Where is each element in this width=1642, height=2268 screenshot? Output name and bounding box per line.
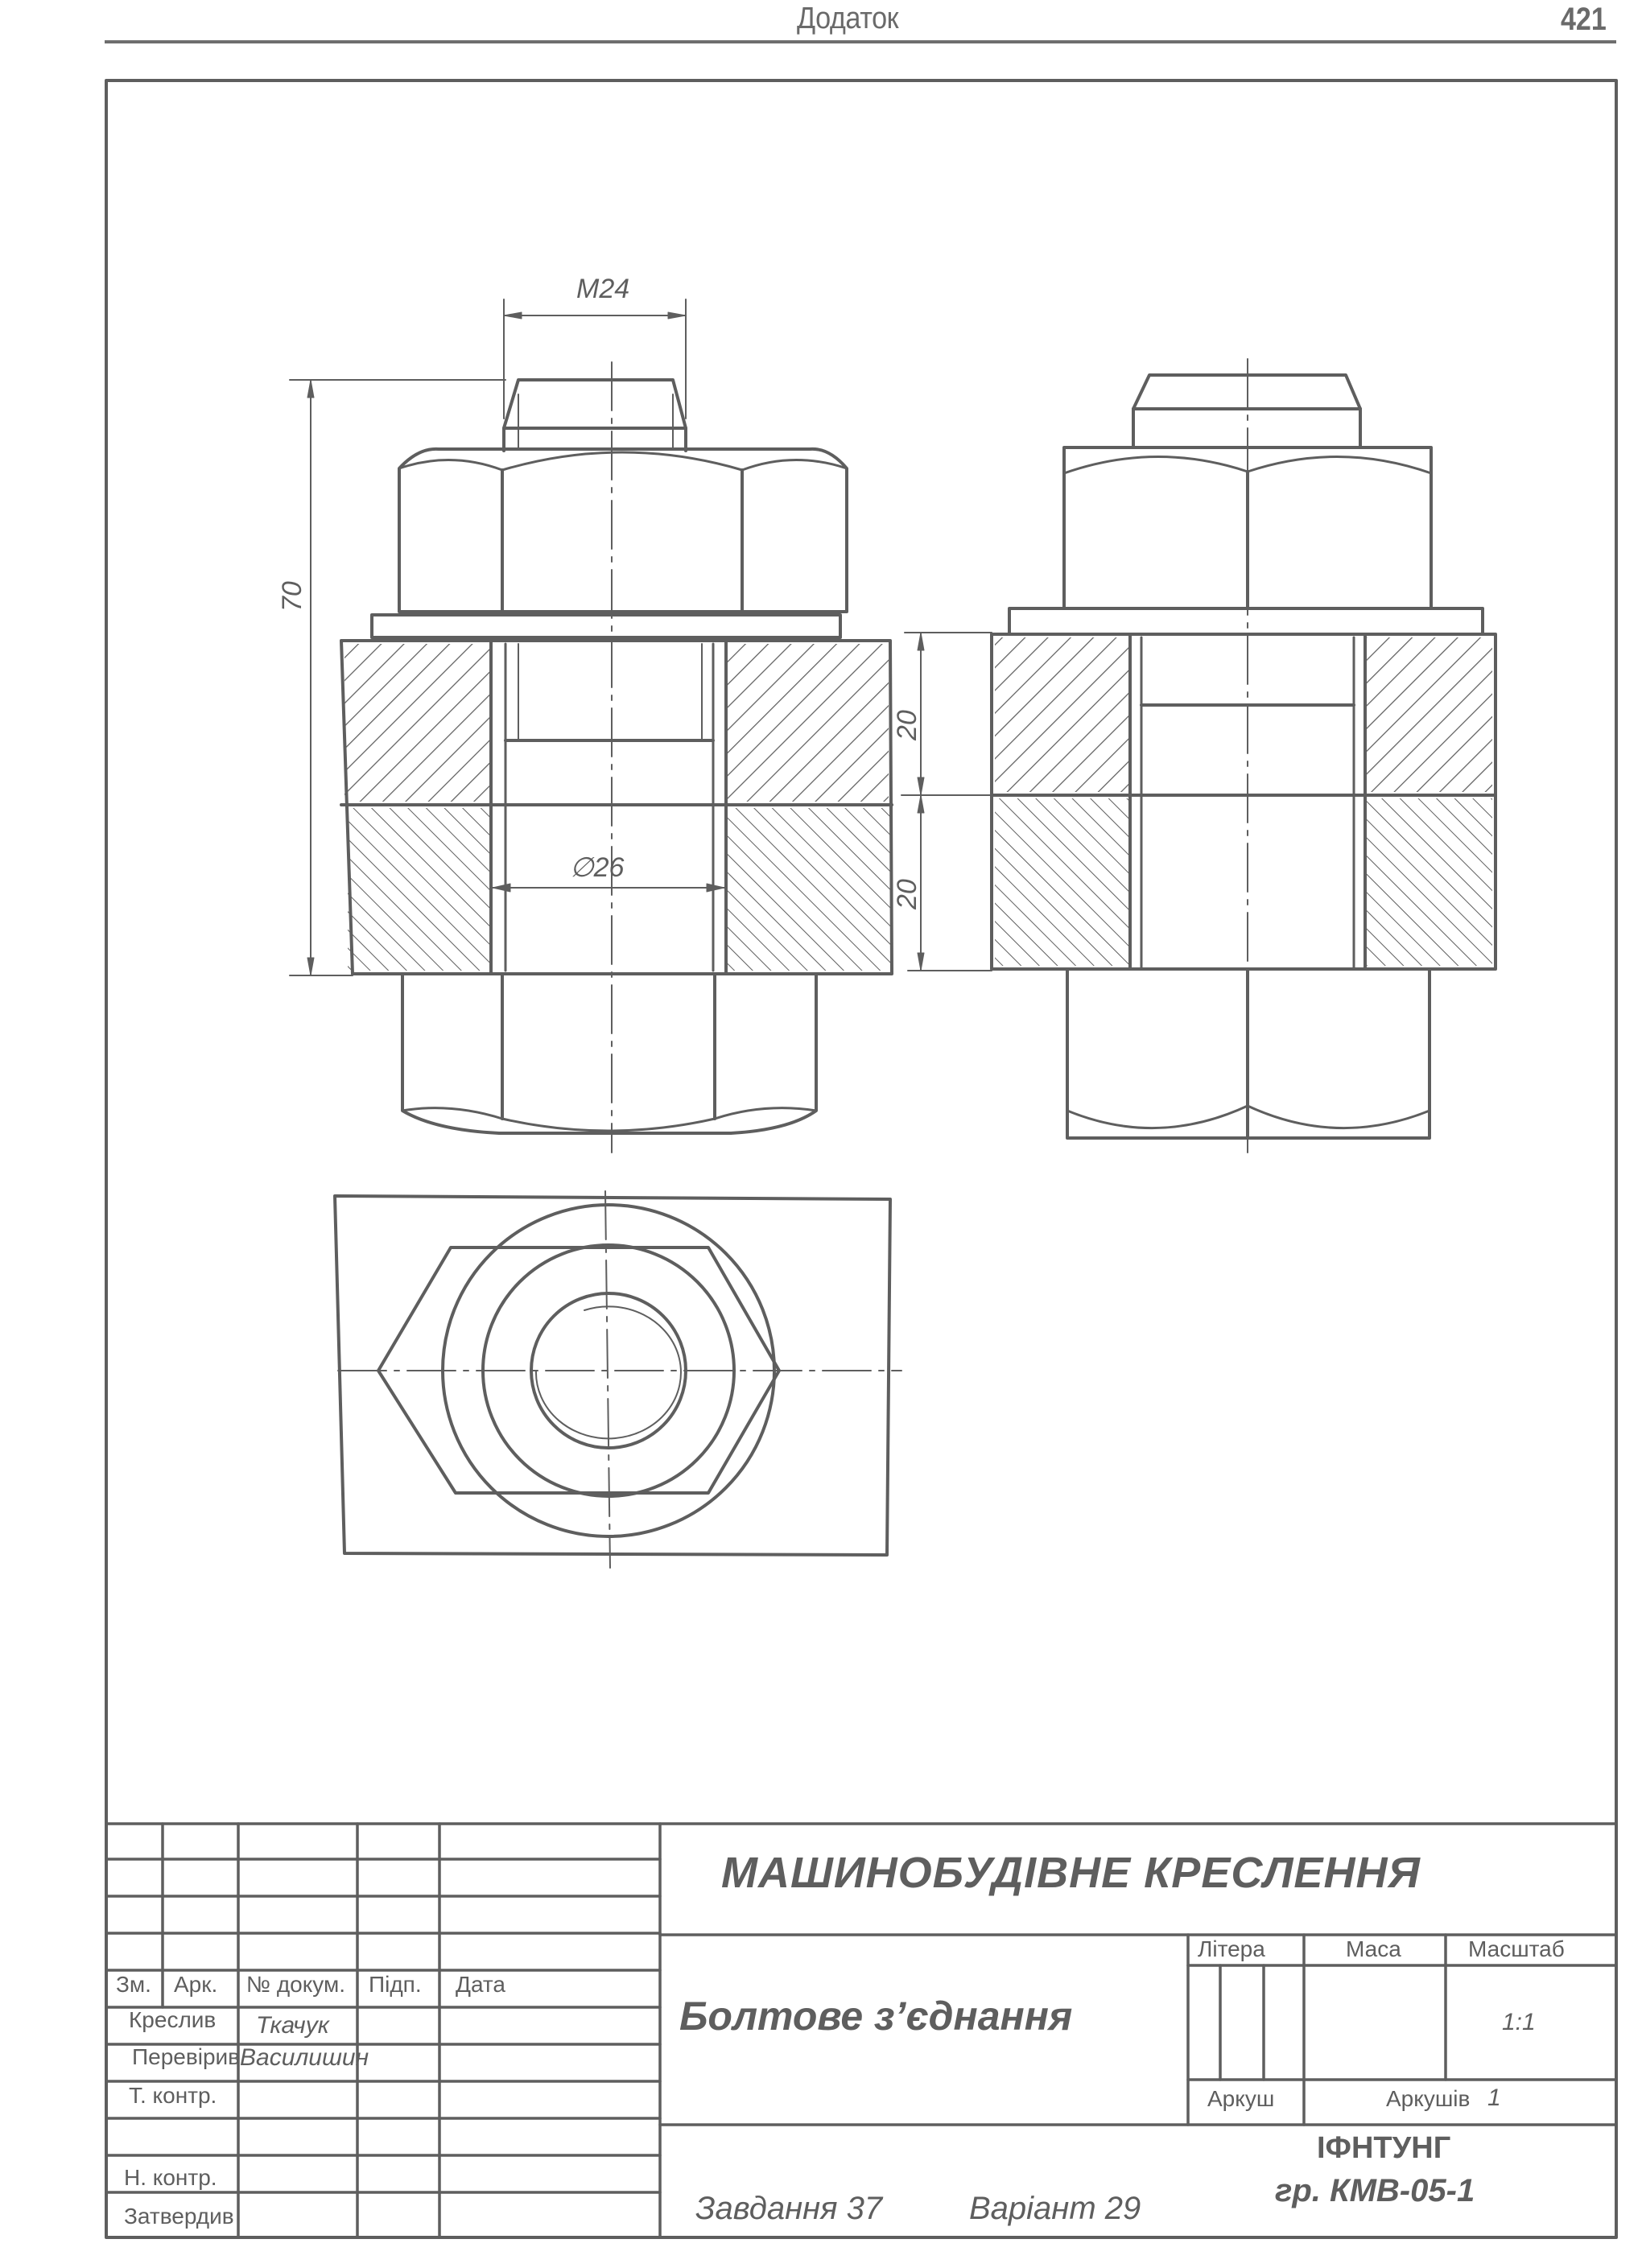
name-drawn: Ткачук: [256, 2012, 329, 2039]
col-sheet: Арк.: [174, 1972, 218, 1997]
sheets-label: Аркушів: [1386, 2086, 1471, 2111]
page-header: Додаток 421: [105, 0, 1618, 43]
title-block-grid: [105, 1822, 1618, 2239]
dim-thread: M24: [576, 274, 630, 304]
front-section-view: [289, 299, 893, 1153]
scale-value: 1:1: [1502, 2009, 1536, 2035]
variant-number: Варіант 29: [969, 2191, 1141, 2226]
sheet-label: Аркуш: [1207, 2086, 1275, 2111]
dim-total-length: 70: [277, 581, 307, 612]
sheets-value: 1: [1487, 2084, 1501, 2111]
mass-label: Маса: [1346, 1936, 1401, 1961]
page-number: 421: [1561, 2, 1607, 37]
task-number: Завдання 37: [695, 2191, 883, 2226]
role-norm-control: Н. контр.: [124, 2165, 217, 2190]
plan-view: [333, 1190, 902, 1569]
name-checked: Василишин: [240, 2044, 369, 2071]
role-drawn: Креслив: [129, 2007, 217, 2032]
section-title: Додаток: [797, 2, 899, 35]
organization: ІФНТУНГ: [1317, 2131, 1451, 2165]
dim-plate-bottom: 20: [892, 879, 922, 909]
dim-plate-top: 20: [892, 710, 922, 740]
letter-label: Літера: [1198, 1936, 1265, 1961]
col-change: Зм.: [116, 1972, 151, 1997]
subject-title: МАШИНОБУДІВНЕ КРЕСЛЕННЯ: [721, 1849, 1421, 1897]
drawing-name: Болтове з’єднання: [679, 1994, 1073, 2039]
role-tech-control: Т. контр.: [129, 2083, 217, 2108]
group: гр. КМВ-05-1: [1275, 2173, 1475, 2208]
drawing-frame: [105, 79, 1618, 2239]
dim-hole-diameter: ∅26: [570, 852, 625, 883]
role-approved: Затвердив: [124, 2204, 234, 2229]
col-date: Дата: [456, 1972, 506, 1997]
role-checked: Перевірив: [132, 2044, 241, 2069]
col-signature: Підп.: [369, 1972, 422, 1997]
side-section-view: [901, 358, 1497, 1153]
scale-label: Масштаб: [1468, 1936, 1565, 1961]
col-doc-no: № докум.: [246, 1972, 346, 1997]
header-rule: [105, 40, 1616, 43]
